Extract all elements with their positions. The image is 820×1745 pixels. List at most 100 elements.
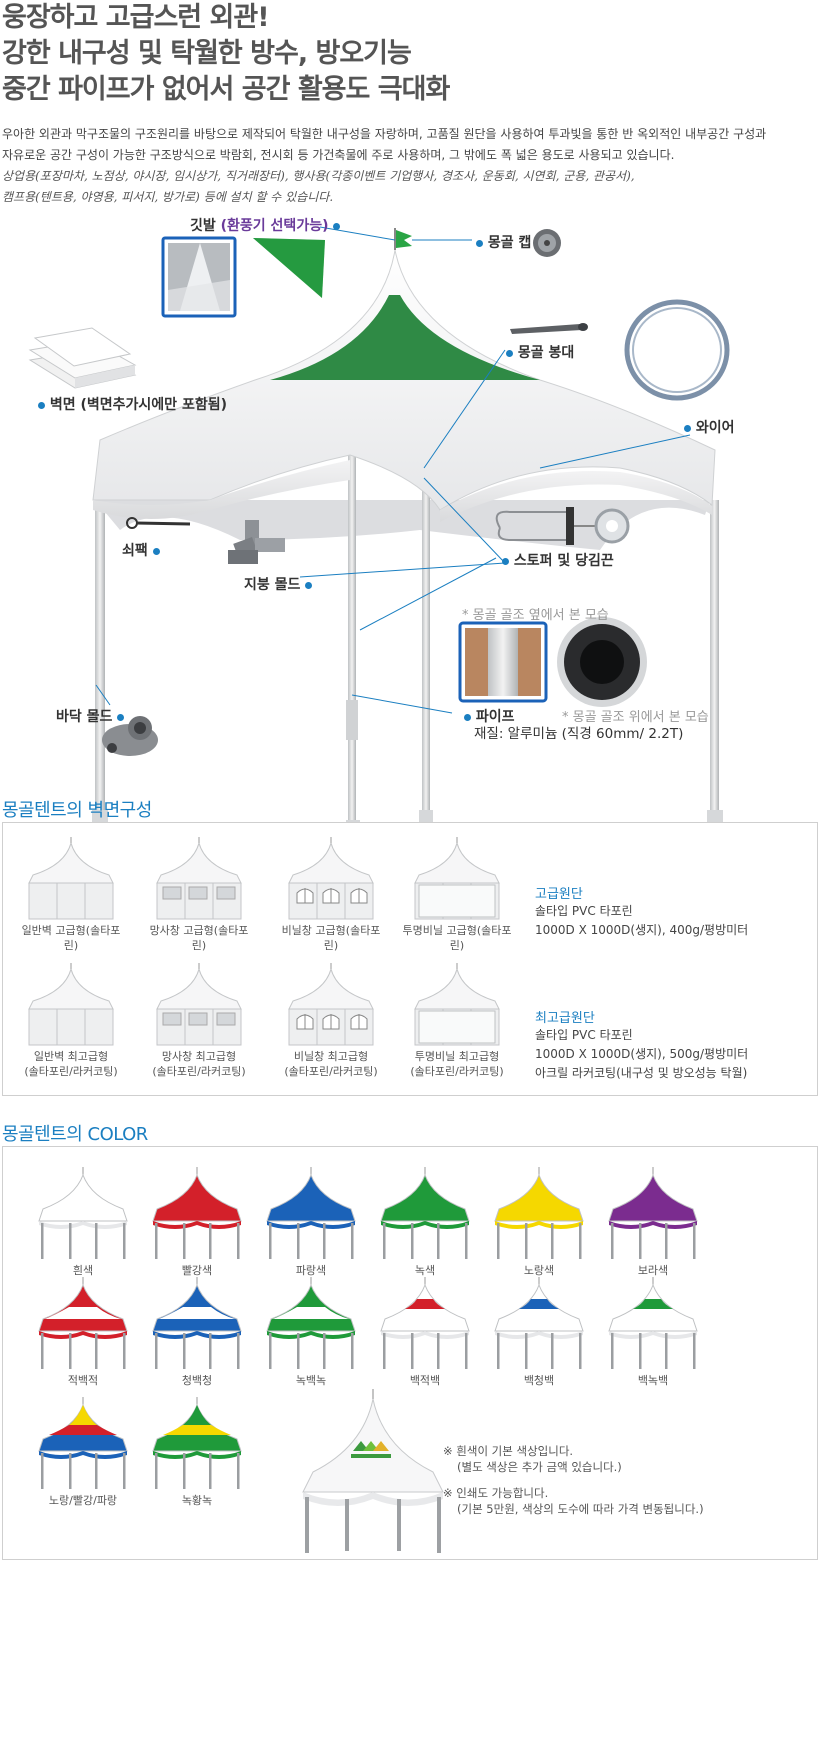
side-view-note: * 몽골 골조 옆에서 본 모습 — [462, 608, 609, 623]
color-name: 녹황녹 — [181, 1494, 213, 1507]
wall-tent-icon — [288, 963, 374, 1046]
color-option: 보라색 — [601, 1167, 705, 1278]
uses-text: 상업용(포장마차, 노점상, 야시장, 임시상가, 직거래장터), 행사용(각종… — [2, 166, 818, 208]
wall-tent-icon — [28, 963, 114, 1046]
color-option: 녹백녹 — [259, 1277, 363, 1388]
wall-option: 일반벽 고급형(솔타포린) — [15, 837, 127, 953]
spec-standard: 고급원단 솔타입 PVC 타포린 1000D X 1000D(생지), 400g… — [535, 883, 748, 940]
color-name: 파랑색 — [295, 1264, 327, 1277]
wall-option: 투명비닐 고급형(솔타포린) — [401, 837, 513, 953]
color-tent-icon — [152, 1277, 242, 1369]
color-name: 청백청 — [181, 1374, 213, 1387]
spec-line: 솔타입 PVC 타포린 — [535, 1028, 633, 1042]
color-option: 노랑/빨강/파랑 — [31, 1397, 135, 1508]
pipe-label: 파이프 — [464, 706, 515, 726]
spec-title: 최고급원단 — [535, 1011, 595, 1026]
floor-mold-icon — [102, 716, 158, 756]
spec-premium: 최고급원단 솔타입 PVC 타포린 1000D X 1000D(생지), 500… — [535, 1007, 748, 1083]
wall-label: 벽면 (벽면추가시에만 포함됨) — [38, 394, 227, 414]
note-line: (별도 색상은 추가 금액 있습니다.) — [457, 1460, 622, 1474]
wall-option-caption: (솔타포린/라커코팅) — [152, 1065, 246, 1078]
color-name: 노랑색 — [523, 1264, 555, 1277]
wall-option: 일반벽 최고급형 (솔타포린/라커코팅) — [15, 963, 127, 1079]
walls-box: 일반벽 고급형(솔타포린)망사창 고급형(솔타포린)비닐창 고급형(솔타포린)투… — [2, 822, 818, 1096]
intro-text: 우아한 외관과 막구조물의 구조원리를 바탕으로 제작되어 탁월한 내구성을 자… — [2, 124, 818, 166]
wall-option: 망사창 최고급형 (솔타포린/라커코팅) — [143, 963, 255, 1079]
wall-icon — [28, 327, 137, 389]
intro-line: 우아한 외관과 막구조물의 구조원리를 바탕으로 제작되어 탁월한 내구성을 자… — [2, 127, 767, 141]
wall-tent-icon — [156, 963, 242, 1046]
pole — [95, 510, 105, 840]
color-tent-icon — [608, 1167, 698, 1259]
color-option: 백청백 — [487, 1277, 591, 1388]
color-name: 흰색 — [72, 1264, 94, 1277]
color-option: 적백적 — [31, 1277, 135, 1388]
top-view-note: * 몽골 골조 위에서 본 모습 — [562, 710, 709, 725]
wall-option-caption: (솔타포린/라커코팅) — [410, 1065, 504, 1078]
cap-label: 몽골 캡 — [476, 232, 531, 252]
flag — [396, 230, 412, 248]
color-option: 빨강색 — [145, 1167, 249, 1278]
wall-option: 투명비닐 최고급형(솔타포린/라커코팅) — [401, 963, 513, 1079]
color-tent-icon — [494, 1277, 584, 1369]
wire-icon — [624, 299, 730, 401]
printed-tent-illustration — [302, 1389, 444, 1553]
wall-tent-icon — [288, 837, 374, 920]
wall-option-caption: 일반벽 최고급형 — [33, 1050, 109, 1063]
color-option: 청백청 — [145, 1277, 249, 1388]
wall-option-caption: 투명비닐 고급형(솔타포린) — [402, 924, 512, 952]
color-name: 녹색 — [414, 1264, 436, 1277]
rod-icon — [510, 324, 582, 334]
wall-option-caption: 망사창 최고급형 — [161, 1050, 237, 1063]
spec-title: 고급원단 — [535, 887, 583, 902]
color-option: 백녹백 — [601, 1277, 705, 1388]
color-name: 빨강색 — [181, 1264, 213, 1277]
color-name: 백청백 — [523, 1374, 555, 1387]
flag-label: 깃발 (환풍기 선택가능) — [190, 215, 341, 235]
logo-print — [351, 1441, 391, 1458]
floor-mold-label: 바닥 몰드 — [56, 706, 125, 726]
color-tent-icon — [608, 1277, 698, 1369]
color-option: 녹색 — [373, 1167, 477, 1278]
color-option: 흰색 — [31, 1167, 135, 1278]
flag-sample-icon — [253, 238, 325, 298]
wall-option: 망사창 고급형(솔타포린) — [143, 837, 255, 953]
note-line: (기본 5만원, 색상의 도수에 따라 가격 변동됩니다.) — [457, 1502, 704, 1516]
color-name: 노랑/빨강/파랑 — [48, 1494, 118, 1507]
rod-label: 몽골 봉대 — [506, 342, 574, 362]
color-tent-icon — [38, 1167, 128, 1259]
color-tent-icon — [266, 1277, 356, 1369]
intro-line: 자유로운 공간 구성이 가능한 구조방식으로 박람회, 전시회 등 가건축물에 … — [2, 148, 675, 162]
wire-label: 와이어 — [684, 417, 735, 437]
spec-line: 솔타입 PVC 타포린 — [535, 904, 633, 918]
color-option: 파랑색 — [259, 1167, 363, 1278]
color-name: 백적백 — [409, 1374, 441, 1387]
colors-title: 몽골텐트의 COLOR — [2, 1124, 148, 1145]
color-option: 녹황녹 — [145, 1397, 249, 1508]
color-notes: ※ 흰색이 기본 색상입니다. (별도 색상은 추가 금액 있습니다.) ※ 인… — [443, 1443, 704, 1517]
color-tent-icon — [266, 1167, 356, 1259]
headline: 웅장하고 고급스런 외관! 강한 내구성 및 탁월한 방수, 방오기능 중간 파… — [2, 0, 450, 108]
color-name: 보라색 — [637, 1264, 669, 1277]
color-tent-icon — [152, 1397, 242, 1489]
headline-line: 웅장하고 고급스런 외관! — [2, 2, 270, 33]
color-tent-icon — [38, 1397, 128, 1489]
walls-title: 몽골텐트의 벽면구성 — [2, 800, 152, 821]
wall-option-caption: (솔타포린/라커코팅) — [24, 1065, 118, 1078]
wall-tent-icon — [156, 837, 242, 920]
spec-line: 아크릴 라커코팅(내구성 및 방오성능 탁월) — [535, 1066, 748, 1080]
wall-option-caption: (솔타포린/라커코팅) — [284, 1065, 378, 1078]
color-tent-icon — [38, 1277, 128, 1369]
headline-line: 강한 내구성 및 탁월한 방수, 방오기능 — [2, 38, 412, 69]
color-option: 백적백 — [373, 1277, 477, 1388]
wall-option-caption: 비닐창 최고급형 — [293, 1050, 369, 1063]
color-name: 적백적 — [67, 1374, 99, 1387]
pipe-material: 재질: 알루미늄 (직경 60mm/ 2.2T) — [474, 726, 684, 742]
spec-line: 1000D X 1000D(생지), 500g/평방미터 — [535, 1047, 749, 1061]
note-line: ※ 흰색이 기본 색상입니다. — [443, 1444, 574, 1458]
peg-icon — [126, 517, 191, 529]
spec-line: 1000D X 1000D(생지), 400g/평방미터 — [535, 923, 749, 937]
roof-green-band — [270, 295, 540, 380]
pole — [710, 500, 719, 830]
